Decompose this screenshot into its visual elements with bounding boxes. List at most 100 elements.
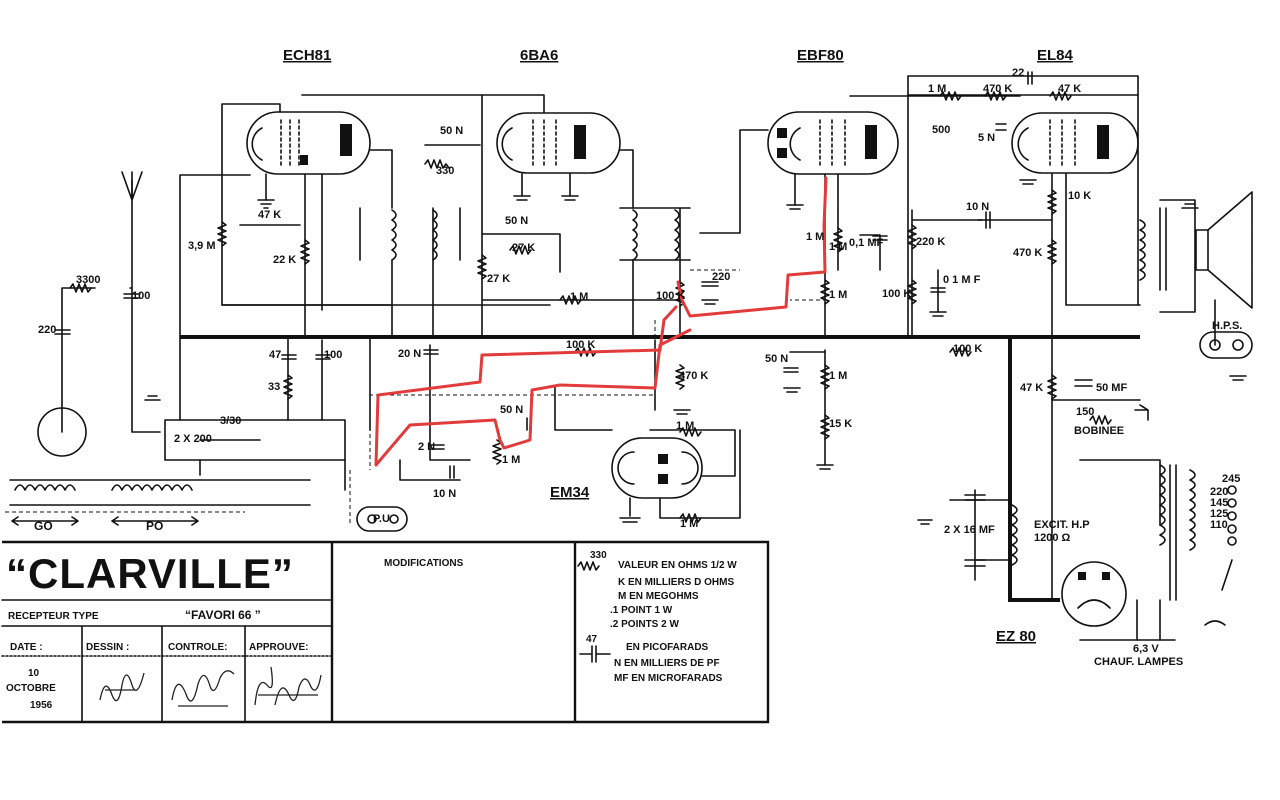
legend-sym-330: 330 <box>590 550 607 561</box>
label-c-50mf: 50 MF <box>1096 382 1127 394</box>
label-r-1m-a: 1 M <box>570 291 588 303</box>
label-c-22: 22 <box>1012 67 1024 79</box>
label-r-1m-b: 1 M <box>806 231 824 243</box>
label-c-01mf: 0,1 MF <box>849 237 884 249</box>
controle-label: CONTROLE: <box>168 642 227 653</box>
wiring <box>9 75 1216 641</box>
ground-symbols <box>144 179 1247 525</box>
label-chauf: CHAUF. LAMPES <box>1094 656 1183 668</box>
legend-m: M EN MEGOHMS <box>618 591 699 602</box>
legend-point1: .1 POINT 1 W <box>610 605 673 616</box>
legend-sym-47: 47 <box>586 634 598 645</box>
tube-em34 <box>611 437 703 499</box>
label-r-10k: 10 K <box>1068 190 1091 202</box>
label-c-01mf-b: 0 1 M F <box>943 274 981 286</box>
legend-k: K EN MILLIERS D OHMS <box>618 577 734 588</box>
label-v125: 125 <box>1210 508 1228 520</box>
label-c-500: 500 <box>932 124 950 136</box>
approuve-label: APPROUVE: <box>249 642 308 653</box>
tube-label-em34: EM34 <box>550 484 590 501</box>
label-c-50n-a: 50 N <box>440 125 463 137</box>
pu-socket-icon <box>356 506 408 532</box>
label-excit: EXCIT. H.P <box>1034 519 1090 531</box>
label-r-1m-f: 1 M <box>829 370 847 382</box>
label-excit-ohm: 1200 Ω <box>1034 532 1071 544</box>
label-r-47k-b: 47 K <box>1058 83 1081 95</box>
label-c-50n-b: 50 N <box>505 215 528 227</box>
label-r-15k: 15 K <box>829 418 852 430</box>
tube-6ba6 <box>496 112 621 174</box>
label-c-100a: 100 <box>132 290 150 302</box>
title-block: “CLARVILLE” RECEPTEUR TYPE “FAVORI 66 ” … <box>1 540 770 724</box>
mains-switch-icon <box>1204 485 1237 626</box>
signature-dessin <box>99 672 145 702</box>
component-labels: 3300 100 220 3,9 M 47 K 22 K 50 N 330 50… <box>11 67 1242 668</box>
label-c-10n-b: 10 N <box>433 488 456 500</box>
label-r-150: 150 <box>1076 406 1094 418</box>
tube-ech81 <box>246 111 371 175</box>
date-year: 1956 <box>30 700 53 711</box>
label-r-1m-i: 1 M <box>829 241 847 253</box>
label-r-100k-c: 100 K <box>566 339 595 351</box>
label-go: GO <box>34 519 53 533</box>
label-c-2n: 2 N <box>418 441 435 453</box>
antenna-icon <box>121 171 143 201</box>
label-r-27k-a: 27 K <box>512 242 535 254</box>
label-r-100k-b: 100 K <box>882 288 911 300</box>
label-v63: 6,3 V <box>1133 643 1159 655</box>
label-pu: P.U <box>373 513 390 525</box>
label-v110: 110 <box>1210 519 1228 531</box>
label-r-470k-c: 470 K <box>983 83 1012 95</box>
label-v220: 220 <box>1210 486 1228 498</box>
label-bobinee: BOBINEE <box>1074 425 1124 437</box>
label-r-22k: 22 K <box>273 254 296 266</box>
tube-ez80 <box>1061 561 1127 627</box>
recepteur-label: RECEPTEUR TYPE <box>8 611 99 622</box>
label-c-2x200: 2 X 200 <box>174 433 212 445</box>
hps-socket-icon <box>1199 331 1253 359</box>
label-r-1m-c: 1 M <box>829 289 847 301</box>
label-c-100b: 100 <box>324 349 342 361</box>
red-highlight-trace <box>374 176 828 467</box>
label-r-1m-g: 1 M <box>676 420 694 432</box>
modifications-label: MODIFICATIONS <box>384 558 464 569</box>
oscillator-coil <box>37 407 87 457</box>
tube-label-6ba6: 6BA6 <box>520 47 558 64</box>
coils <box>14 207 1196 601</box>
tube-ebf80 <box>767 111 899 175</box>
label-v245: 245 <box>1222 473 1240 485</box>
label-c-10n-a: 10 N <box>966 201 989 213</box>
signature-controle <box>171 670 235 707</box>
signature-approuve <box>254 666 322 706</box>
label-r-47k-c: 47 K <box>1020 382 1043 394</box>
legend-pico: EN PICOFARADS <box>626 642 709 653</box>
tube-label-el84: EL84 <box>1037 47 1074 64</box>
tube-label-ebf80: EBF80 <box>797 47 844 64</box>
label-r-470k-a: 470 K <box>679 370 708 382</box>
label-r-27k-b: 27 K <box>487 273 510 285</box>
label-r-39m: 3,9 M <box>188 240 216 252</box>
label-c-5n: 5 N <box>978 132 995 144</box>
capacitors <box>54 71 1093 567</box>
legend-valeur: VALEUR EN OHMS 1/2 W <box>618 560 737 571</box>
label-r-220k: 220 K <box>916 236 945 248</box>
label-r-3300: 3300 <box>76 274 100 286</box>
label-r-1m-e: 1 M <box>502 454 520 466</box>
tube-el84 <box>1011 112 1139 174</box>
label-c-220-b: 220 <box>712 271 730 283</box>
po-arrow-icon <box>111 516 199 526</box>
label-r-1m-d: 1 M <box>928 83 946 95</box>
label-r-47k: 47 K <box>258 209 281 221</box>
shielding-dashed <box>5 269 826 525</box>
legend-n: N EN MILLIERS DE PF <box>614 658 720 669</box>
label-r-100k-d: 100 K <box>953 343 982 355</box>
legend-mf: MF EN MICROFARADS <box>614 673 723 684</box>
date-day: 10 <box>28 668 40 679</box>
label-c-50n-d: 50 N <box>765 353 788 365</box>
dessin-label: DESSIN : <box>86 642 129 653</box>
label-c-220: 220 <box>38 324 56 336</box>
label-r-1m-h: 1 M <box>680 518 698 530</box>
label-v145: 145 <box>1210 497 1228 509</box>
date-label: DATE : <box>10 642 43 653</box>
